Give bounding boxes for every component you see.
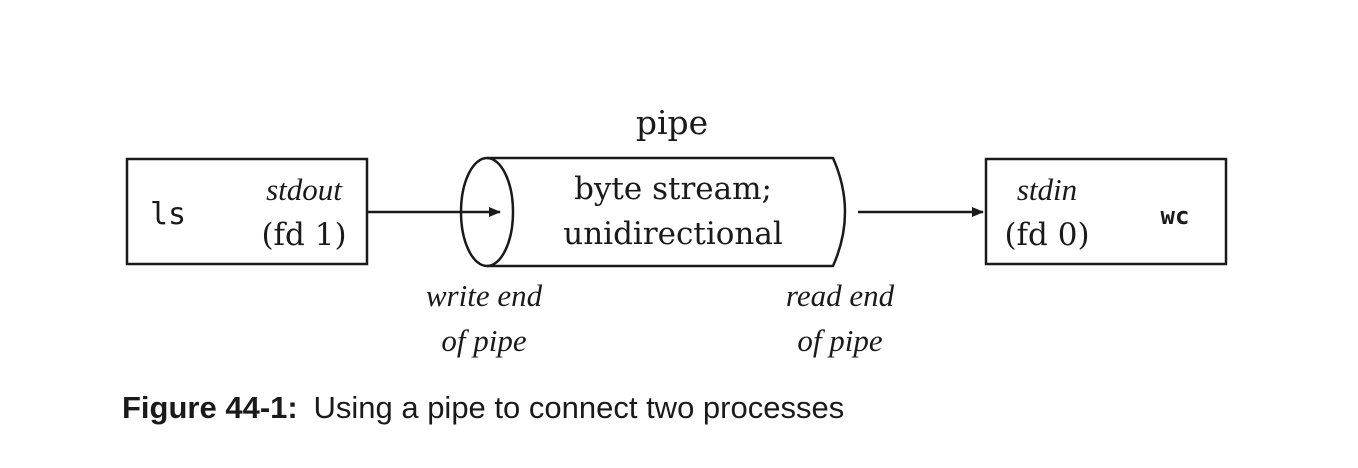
pipe-write-end-cap [459, 156, 515, 268]
wc-box-outline [984, 157, 1228, 266]
pipe-text-line2: unidirectional [563, 216, 783, 252]
write-end-line2: of pipe [441, 323, 526, 358]
figure-caption-text: Using a pipe to connect two processes [313, 390, 844, 425]
wc-process-name: wc [1161, 202, 1190, 230]
fd1-label: (fd 1) [261, 217, 346, 253]
figure-caption-label: Figure 44-1: [122, 390, 298, 425]
pipe-text-line1: byte stream; [574, 171, 772, 207]
pipe-body-outline [487, 156, 847, 268]
fd0-label: (fd 0) [1004, 217, 1089, 253]
stdin-label: stdin [1017, 172, 1077, 207]
read-end-line2: of pipe [797, 323, 882, 358]
pipe-title: pipe [636, 103, 708, 142]
pipe-cylinder: byte stream; unidirectional [459, 156, 847, 268]
write-end-line1: write end [426, 278, 543, 313]
figure-caption: Figure 44-1: Using a pipe to connect two… [122, 390, 844, 425]
ls-process-box: ls stdout (fd 1) [125, 157, 369, 266]
wc-process-box: stdin (fd 0) wc [984, 157, 1228, 266]
ls-process-name: ls [150, 197, 186, 232]
stdout-label: stdout [266, 172, 343, 207]
read-end-line1: read end [786, 278, 895, 313]
